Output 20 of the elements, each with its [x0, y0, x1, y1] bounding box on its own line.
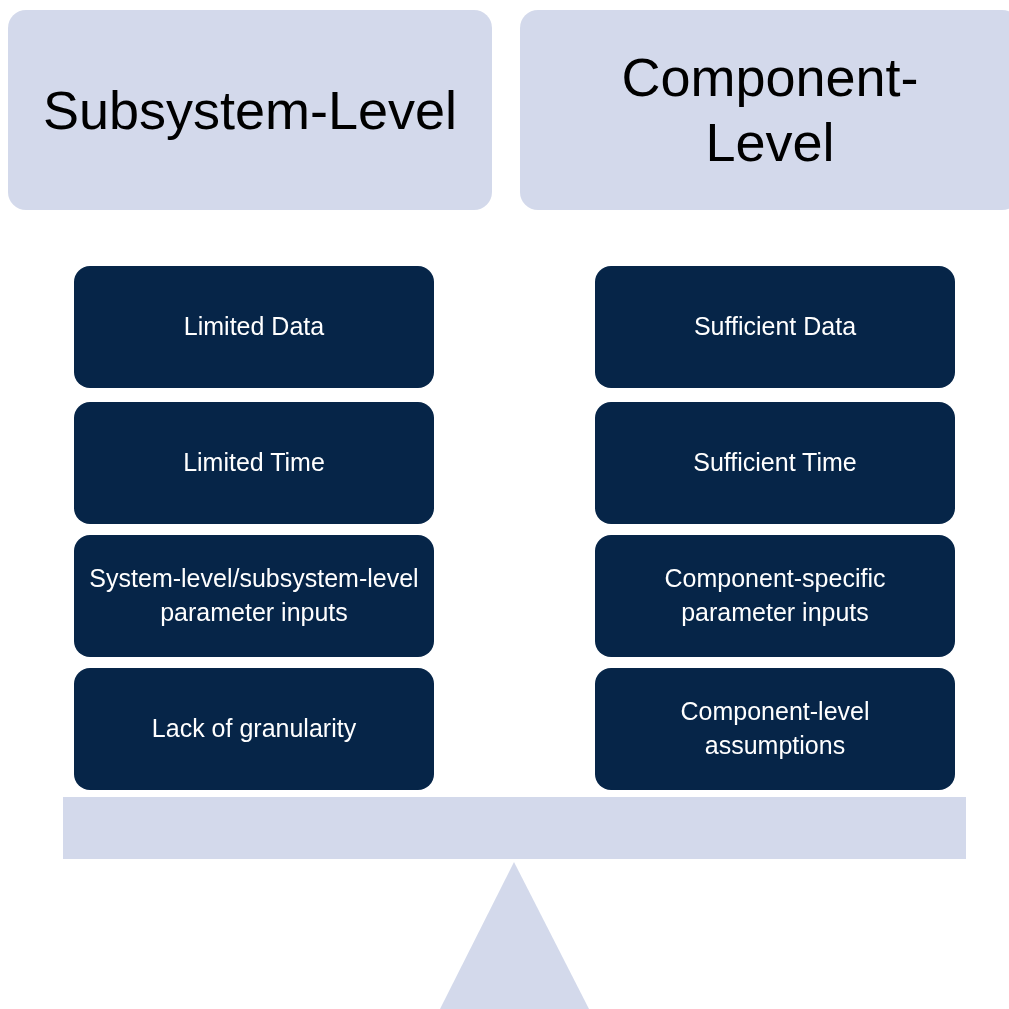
header-text: Subsystem-Level: [42, 78, 458, 142]
category-box: [74, 668, 434, 790]
box-label: Component-level assumptions: [679, 696, 871, 761]
box-label: Sufficient Time: [693, 447, 857, 479]
box-label: Lack of granularity: [151, 713, 357, 745]
header-panel: [520, 10, 1009, 210]
category-box: [74, 535, 434, 657]
category-box: [74, 402, 434, 524]
box-label: Limited Time: [183, 447, 325, 479]
box-label: Limited Data: [183, 311, 325, 343]
category-box: [595, 535, 955, 657]
header-panel: [8, 10, 492, 210]
category-box: [74, 266, 434, 388]
box-label: Component-specific parameter inputs: [663, 563, 887, 628]
category-box: [595, 266, 955, 388]
box-label: Sufficient Data: [693, 311, 857, 343]
box-label: System-level/subsystem-level parameter inputs: [88, 563, 420, 628]
header-text: Component-Level: [620, 46, 920, 174]
category-box: [595, 668, 955, 790]
category-box: [595, 402, 955, 524]
